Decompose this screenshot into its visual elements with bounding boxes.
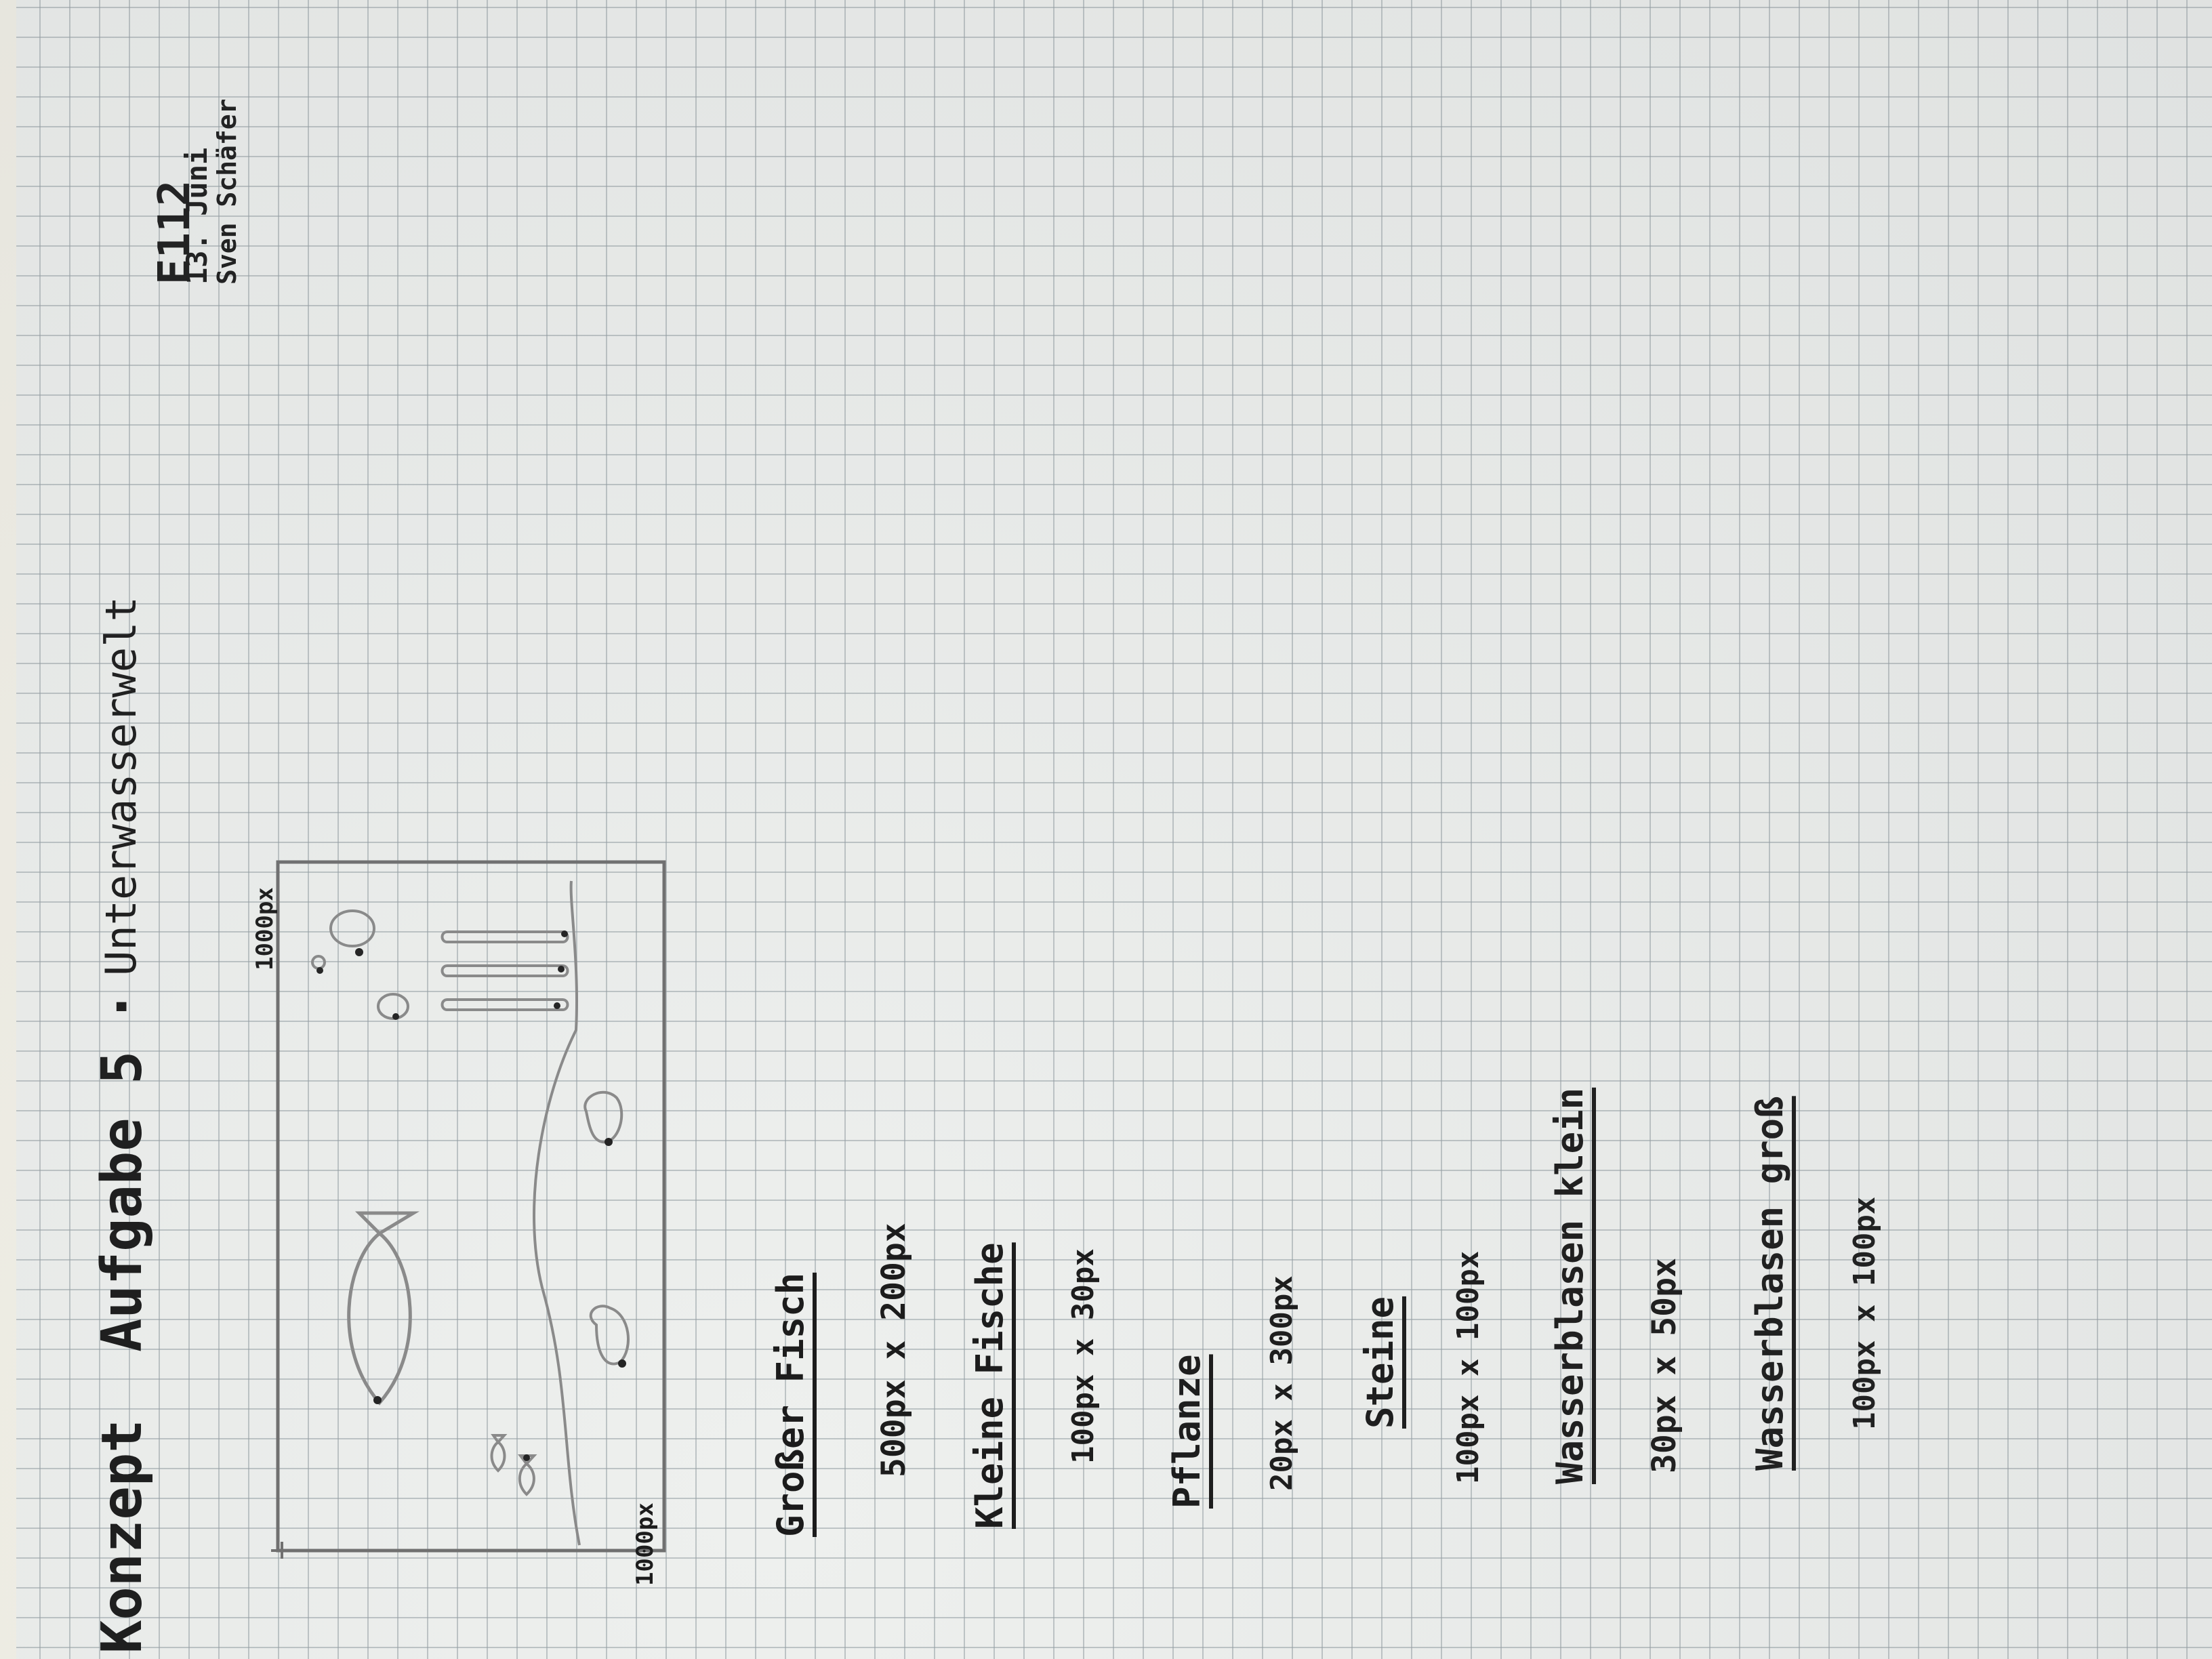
big-fish	[347, 1211, 420, 1406]
sketch-width-label: 1000px	[632, 1502, 659, 1586]
stones	[583, 1090, 630, 1368]
element-size: 100px x 30px	[1066, 1248, 1101, 1464]
canvas-frame	[276, 860, 666, 1553]
element-name: Kleine Fische	[968, 1242, 1011, 1529]
element-name: Wasserblasen groß	[1748, 1096, 1791, 1471]
element-name: Wasserblasen klein	[1549, 1087, 1591, 1484]
element-size: 100px x 100px	[1451, 1250, 1486, 1484]
bubbles	[311, 909, 409, 1020]
element-size: 100px x 100px	[1847, 1196, 1882, 1430]
plants	[441, 930, 569, 1011]
ground-line	[533, 880, 581, 1546]
element-name: Großer Fisch	[769, 1272, 812, 1537]
element-size: 500px x 200px	[875, 1223, 913, 1477]
paper-edge	[0, 0, 16, 1659]
small-fish	[490, 1434, 537, 1496]
element-name: Pflanze	[1166, 1354, 1208, 1509]
element-name: Steine	[1359, 1296, 1401, 1429]
sketch-height-label: 1000px	[251, 887, 279, 970]
element-size: 20px x 300px	[1265, 1275, 1299, 1491]
element-size: 30px x 50px	[1645, 1258, 1683, 1473]
